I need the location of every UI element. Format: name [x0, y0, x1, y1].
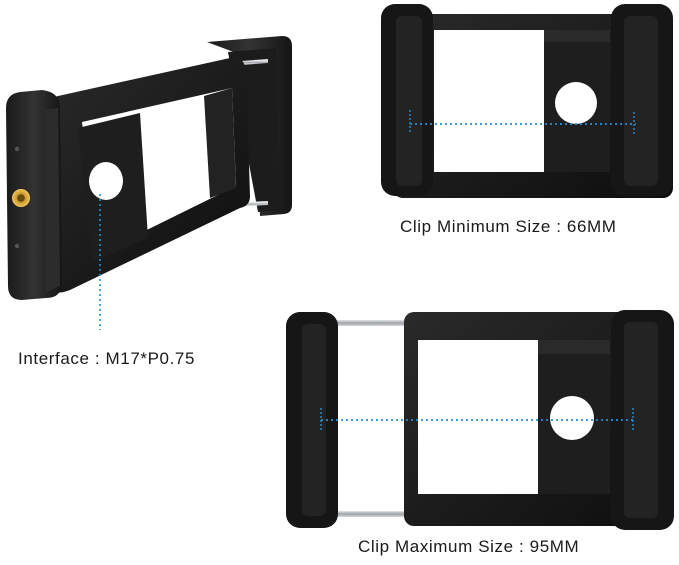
- clip-minimum-caption: Clip Minimum Size : 66MM: [400, 217, 617, 236]
- clip-maximum-caption: Clip Maximum Size : 95MM: [358, 537, 580, 556]
- clip-minimum-view: [381, 4, 673, 198]
- clip-angled-view: [6, 36, 292, 330]
- mount-hole: [89, 162, 123, 200]
- interface-caption: Interface : M17*P0.75: [18, 349, 196, 368]
- clip-maximum-view: [286, 310, 674, 530]
